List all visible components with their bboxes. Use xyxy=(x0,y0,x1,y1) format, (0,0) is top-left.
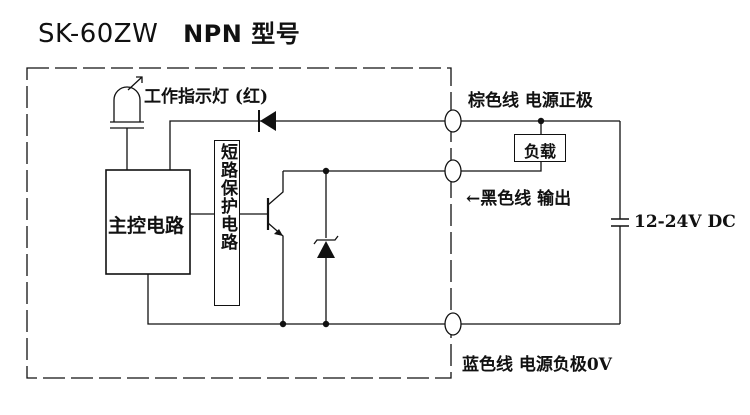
sensor-housing-border xyxy=(26,67,452,379)
zener-diode-icon xyxy=(313,171,339,324)
voltage-label: 12-24V DC xyxy=(634,212,736,232)
terminal-brown xyxy=(444,109,462,133)
brown-wire xyxy=(169,120,445,170)
black-wire-label: ←黑色线 输出 xyxy=(466,189,572,209)
model-name: SK-60ZW xyxy=(38,19,159,49)
load-label: 负载 xyxy=(523,142,556,161)
blue-wire-label: 蓝色线 电源负极0V xyxy=(462,355,612,375)
junction-dot xyxy=(322,320,330,328)
short-protection-box: 短路保护电路 xyxy=(214,140,240,306)
terminal-blue xyxy=(444,312,462,336)
terminal-black xyxy=(444,159,462,183)
capacitor-icon xyxy=(611,121,629,324)
indicator-label: 工作指示灯 (红) xyxy=(144,87,269,107)
brown-wire-label: 棕色线 电源正极 xyxy=(468,91,593,111)
diode-icon xyxy=(258,110,276,132)
page-title: SK-60ZW NPN 型号 xyxy=(38,14,300,49)
model-type: NPN 型号 xyxy=(183,20,301,48)
junction-dot xyxy=(537,117,545,125)
main-control-label: 主控电路 xyxy=(108,215,185,237)
blue-wire xyxy=(147,274,445,325)
junction-dot xyxy=(279,320,287,328)
short-protection-label: 短路保护电路 xyxy=(217,143,237,251)
load-box: 负载 xyxy=(514,134,566,162)
led-icon xyxy=(110,76,144,170)
junction-dot xyxy=(322,167,330,175)
npn-transistor-icon xyxy=(266,171,284,324)
